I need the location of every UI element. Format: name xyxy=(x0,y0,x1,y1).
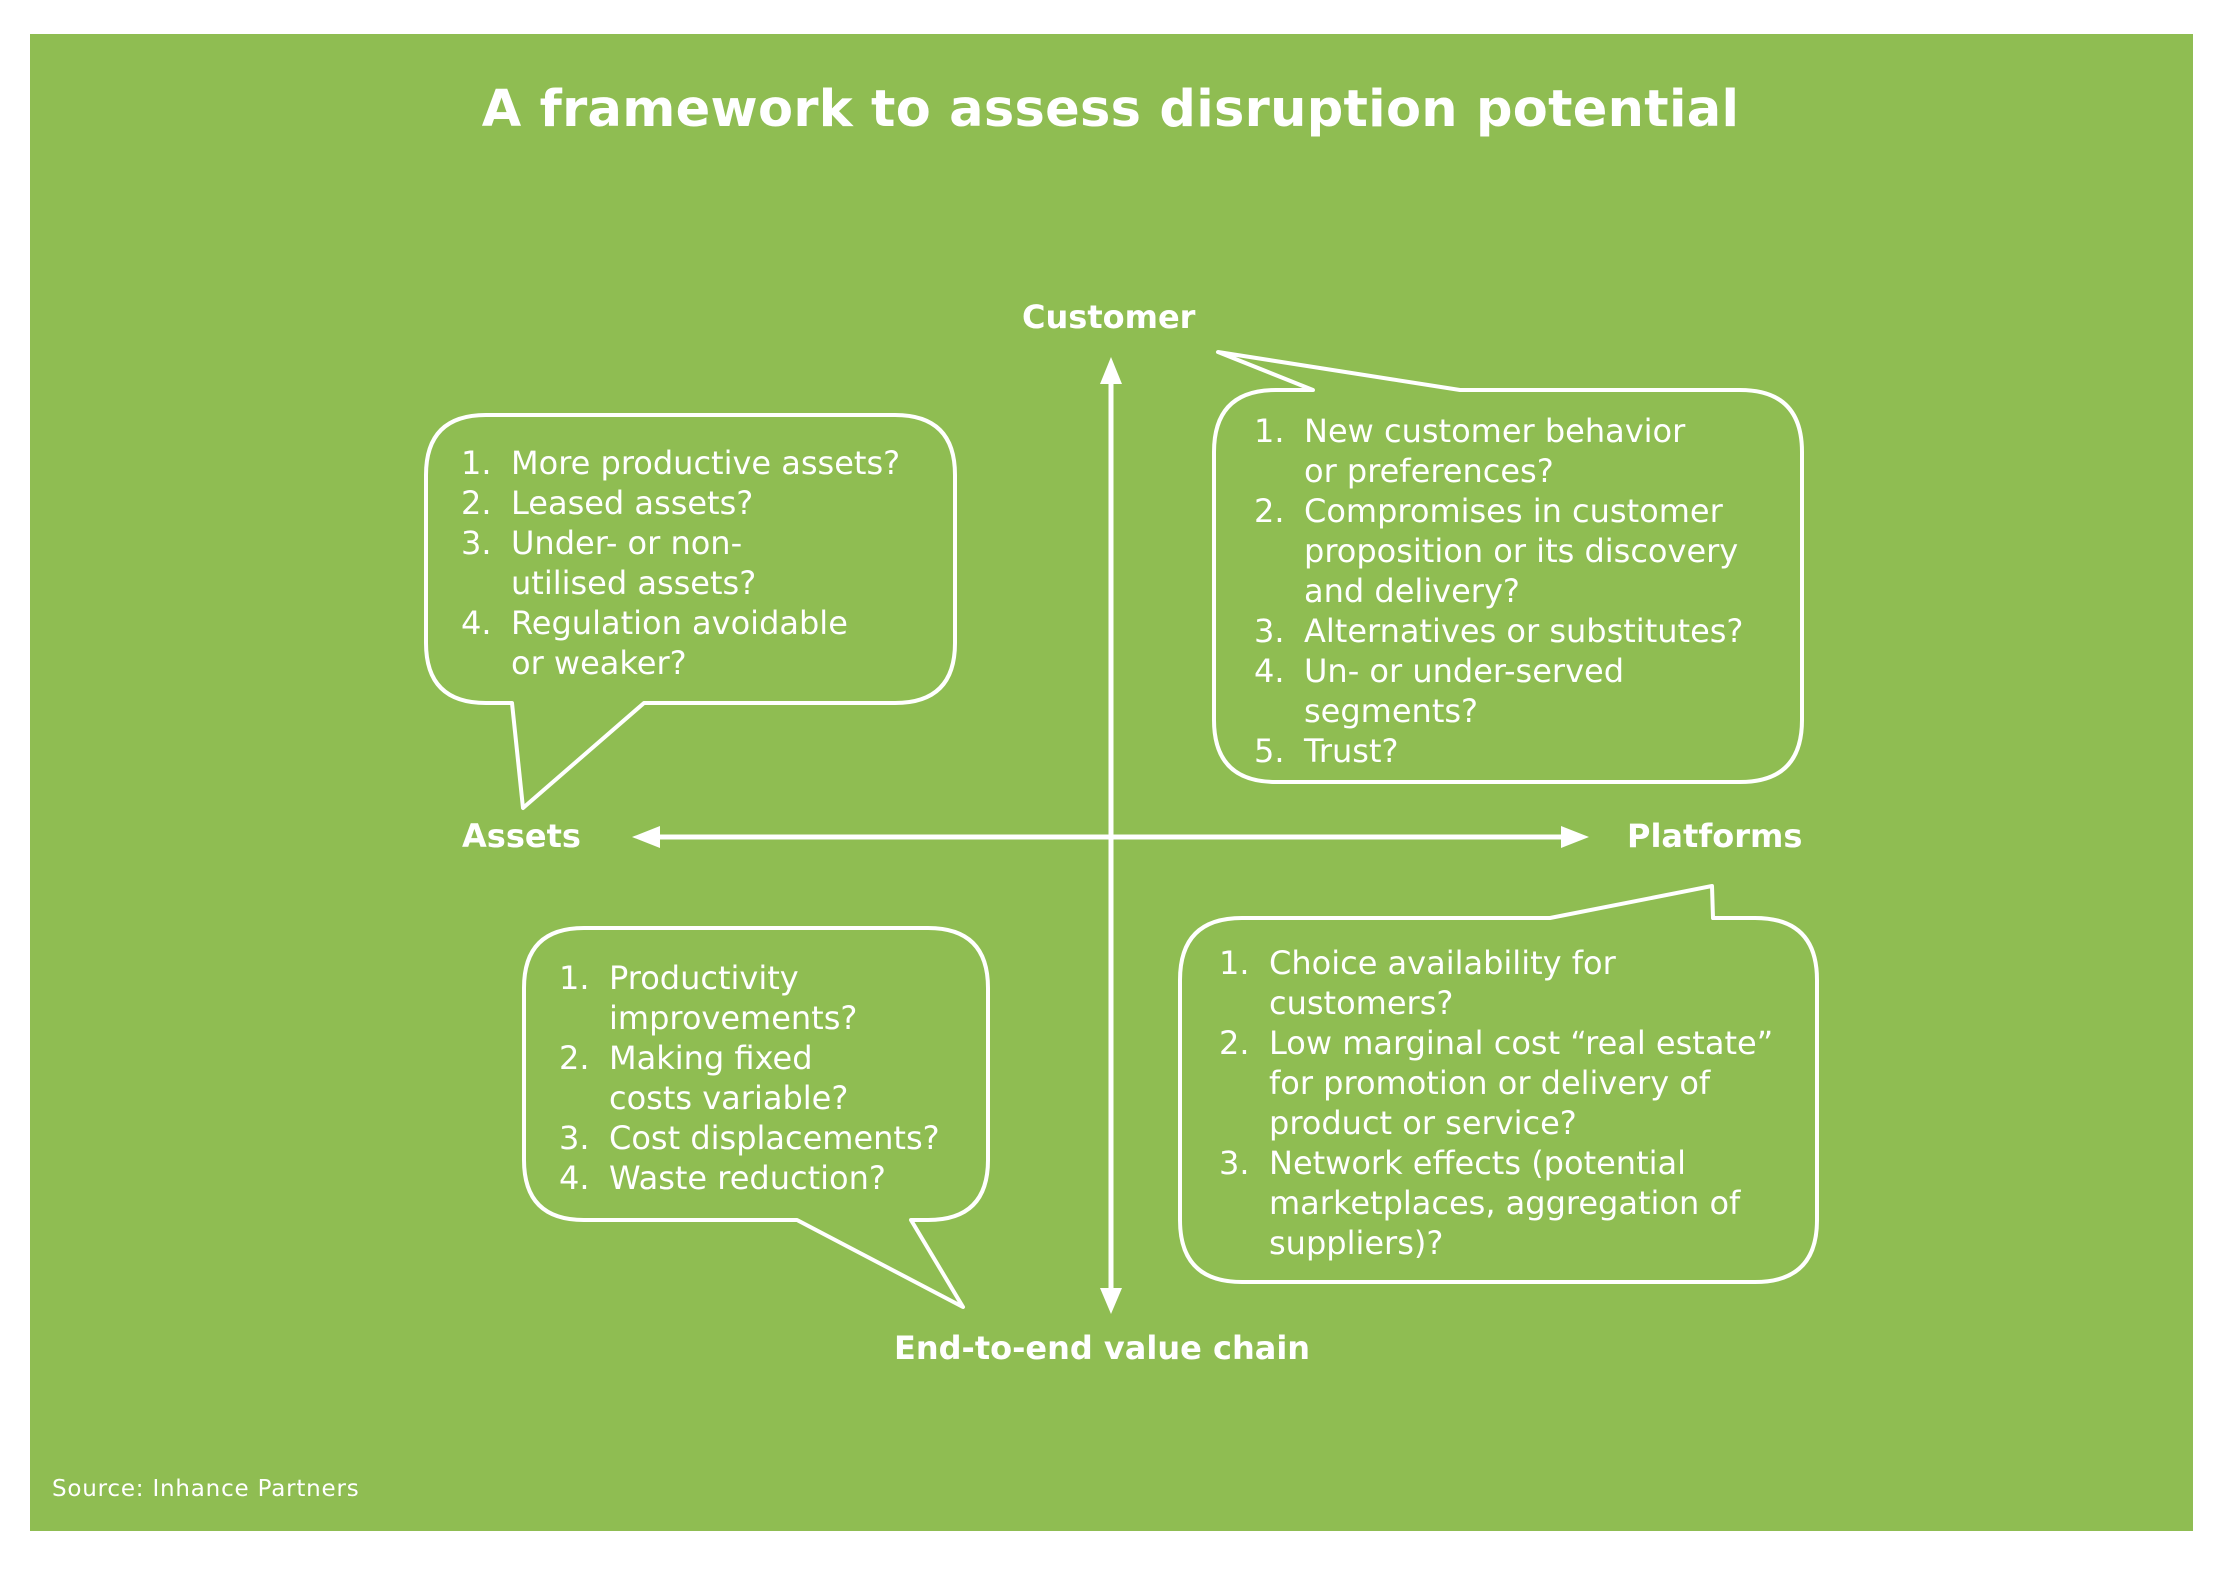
axis-label-value-chain: End-to-end value chain xyxy=(894,1329,1311,1367)
list-item-text: Cost displacements? xyxy=(609,1119,940,1157)
list-item-number: 2. xyxy=(1219,1024,1250,1062)
list-item-text: Un- or under-served segments? xyxy=(1304,652,1624,730)
list-item: 1. More productive assets? xyxy=(461,443,941,483)
arrowhead-up-icon xyxy=(1100,357,1122,384)
list-item: 1. Productivity improvements? xyxy=(559,958,979,1038)
axis-label-assets: Assets xyxy=(462,817,581,855)
list-item-number: 3. xyxy=(559,1119,590,1157)
list-item: 5. Trust? xyxy=(1254,731,1794,771)
list-item-number: 3. xyxy=(1254,612,1285,650)
list-item-text: Low marginal cost “real estate” for prom… xyxy=(1269,1024,1774,1142)
customer-bubble-outline xyxy=(1212,350,1804,784)
list-item: 3. Alternatives or substitutes? xyxy=(1254,611,1794,651)
list-item-number: 1. xyxy=(461,444,492,482)
list-item-text: Network effects (potential marketplaces,… xyxy=(1269,1144,1741,1262)
list-item: 3. Cost displacements? xyxy=(559,1118,979,1158)
assets-speech-bubble xyxy=(424,413,957,810)
list-item: 4. Un- or under-served segments? xyxy=(1254,651,1794,731)
diagram-title: A framework to assess disruption potenti… xyxy=(481,80,1740,139)
arrowhead-down-icon xyxy=(1100,1288,1122,1314)
list-item: 2. Compromises in customer proposition or… xyxy=(1254,491,1794,611)
list-item-text: More productive assets? xyxy=(511,444,901,482)
list-item-number: 4. xyxy=(559,1159,590,1197)
list-item-number: 1. xyxy=(1254,412,1285,450)
arrowhead-right-icon xyxy=(1561,826,1589,848)
list-item-text: Leased assets? xyxy=(511,484,754,522)
list-item-text: New customer behavior or preferences? xyxy=(1304,412,1686,490)
platforms-question-list: 1. Choice availability for customers? 2. L… xyxy=(1219,943,1809,1263)
list-item-text: Under- or non-utilised assets? xyxy=(511,524,757,602)
list-item-number: 1. xyxy=(1219,944,1250,982)
list-item-text: Regulation avoidable or weaker? xyxy=(511,604,848,682)
list-item: 1. Choice availability for customers? xyxy=(1219,943,1809,1023)
arrowhead-left-icon xyxy=(632,826,660,848)
list-item: 3. Network effects (potential marketplace… xyxy=(1219,1143,1809,1263)
list-item-number: 4. xyxy=(461,604,492,642)
list-item-number: 2. xyxy=(461,484,492,522)
list-item-text: Alternatives or substitutes? xyxy=(1304,612,1744,650)
customer-question-list: 1.New customer behavior or preferences? … xyxy=(1254,411,1794,771)
assets-question-list: 1. More productive assets? 2. Leased asset… xyxy=(461,443,941,683)
list-item-number: 5. xyxy=(1254,732,1285,770)
platforms-speech-bubble xyxy=(1178,884,1819,1284)
list-item-number: 4. xyxy=(1254,652,1285,690)
value-chain-question-list: 1. Productivity improvements? 2. Making fi… xyxy=(559,958,979,1198)
axis-label-platforms: Platforms xyxy=(1627,817,1803,855)
list-item: 2. Low marginal cost “real estate” for pr… xyxy=(1219,1023,1809,1143)
list-item: 3. Under- or non-utilised assets? xyxy=(461,523,941,603)
source-note: Source: Inhance Partners xyxy=(52,1476,360,1502)
list-item-text: Productivity improvements? xyxy=(609,959,858,1037)
list-item: 4. Waste reduction? xyxy=(559,1158,979,1198)
list-item-number: 2. xyxy=(559,1039,590,1077)
list-item: 4. Regulation avoidable or weaker? xyxy=(461,603,941,683)
list-item-number: 1. xyxy=(559,959,590,997)
list-item-number: 3. xyxy=(461,524,492,562)
horizontal-axis-arrow xyxy=(632,826,1589,848)
list-item: 2. Making fixed costs variable? xyxy=(559,1038,979,1118)
list-item-number: 3. xyxy=(1219,1144,1250,1182)
value-chain-speech-bubble xyxy=(522,926,990,1309)
list-item: 1. New customer behavior or preferences? xyxy=(1254,411,1794,491)
list-item: 2. Leased assets? xyxy=(461,483,941,523)
list-item-text: Compromises in customer proposition or i… xyxy=(1304,492,1739,610)
list-item-text: Choice availability for customers? xyxy=(1269,944,1616,1022)
list-item-number: 2. xyxy=(1254,492,1285,530)
axis-label-customer: Customer xyxy=(1022,298,1196,336)
list-item-text: Making fixed costs variable? xyxy=(609,1039,849,1117)
list-item-text: Trust? xyxy=(1304,732,1399,770)
list-item-text: Waste reduction? xyxy=(609,1159,886,1197)
